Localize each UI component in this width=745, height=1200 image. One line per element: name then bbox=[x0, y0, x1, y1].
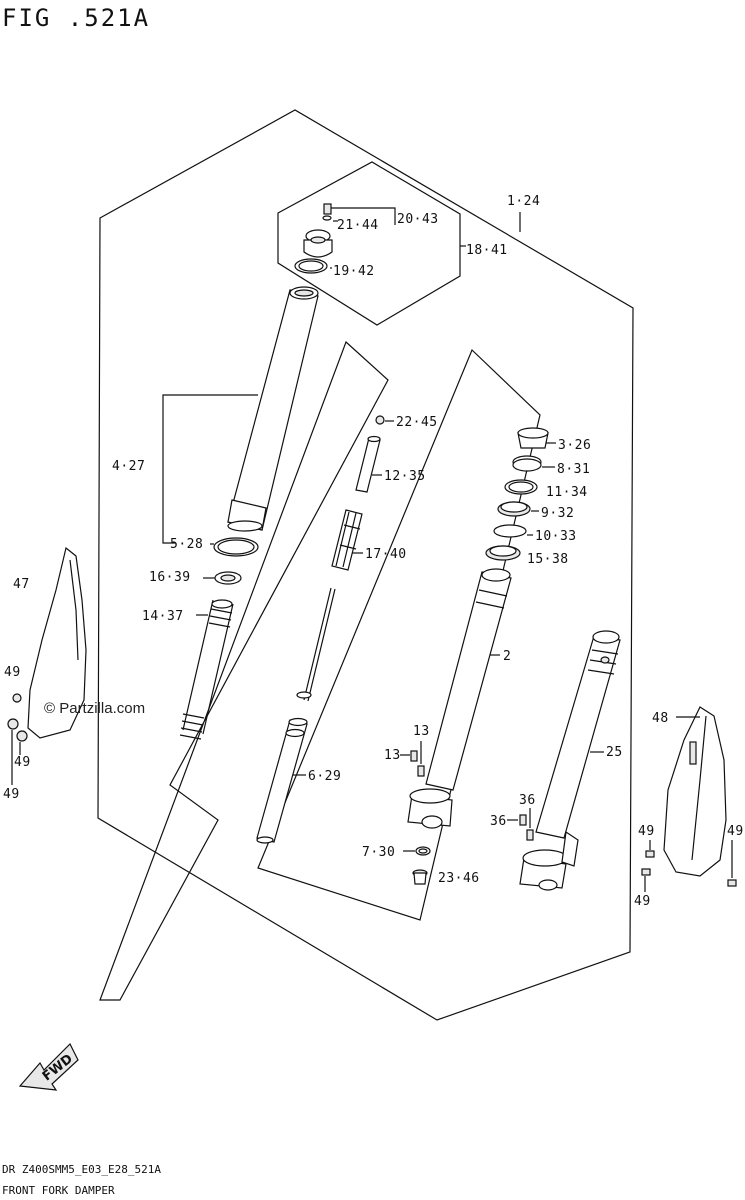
bolt-21-44 bbox=[322, 203, 332, 221]
bolt-49b bbox=[7, 718, 19, 730]
cap-subassembly-outline bbox=[277, 161, 461, 326]
dust-seal-3-26 bbox=[517, 427, 549, 449]
fwd-arrow-icon: FWD bbox=[18, 1042, 79, 1091]
leader-20-43 bbox=[331, 207, 396, 225]
callout-25: 25 bbox=[606, 745, 623, 760]
callout-49e: 49 bbox=[727, 824, 744, 839]
callout-8-31: 8·31 bbox=[557, 462, 590, 477]
watermark: © Partzilla.com bbox=[44, 700, 145, 717]
bolt-13b bbox=[417, 765, 425, 777]
inner-tube-panel-outline bbox=[257, 348, 541, 921]
bolt-49e bbox=[641, 868, 651, 876]
callout-2: 2 bbox=[503, 649, 511, 664]
callout-15-38: 15·38 bbox=[527, 552, 569, 567]
callout-23-46: 23·46 bbox=[438, 871, 480, 886]
callout-16-39: 16·39 bbox=[149, 570, 191, 585]
callout-17-40: 17·40 bbox=[365, 547, 407, 562]
washer-10-33 bbox=[493, 524, 527, 538]
bolt-36a bbox=[519, 814, 527, 826]
bolt-36b bbox=[526, 829, 534, 841]
callout-49a: 49 bbox=[4, 665, 21, 680]
callout-47: 47 bbox=[13, 577, 30, 592]
leader-4-27 bbox=[162, 394, 258, 544]
callout-7-30: 7·30 bbox=[362, 845, 395, 860]
callout-49b: 49 bbox=[14, 755, 31, 770]
nut-22-45 bbox=[375, 415, 385, 425]
callout-36a: 36 bbox=[519, 793, 536, 808]
callout-4-27: 4·27 bbox=[112, 459, 145, 474]
spacer-12-35 bbox=[355, 435, 381, 493]
damper-rod-6-29 bbox=[256, 587, 336, 844]
outer-tube-4-27 bbox=[227, 286, 319, 532]
guide-17-40 bbox=[331, 509, 363, 571]
callout-13b: 13 bbox=[384, 748, 401, 763]
callout-1-24: 1·24 bbox=[507, 194, 540, 209]
callout-5-28: 5·28 bbox=[170, 537, 203, 552]
footer-name: FRONT FORK DAMPER bbox=[2, 1184, 115, 1197]
bolt-49a bbox=[12, 693, 22, 703]
callout-21-44: 21·44 bbox=[337, 218, 379, 233]
bolt-49c bbox=[16, 730, 28, 742]
callout-19-42: 19·42 bbox=[333, 264, 375, 279]
callout-18-41: 18·41 bbox=[466, 243, 508, 258]
fork-guard-47 bbox=[27, 546, 87, 739]
callout-11-34: 11·34 bbox=[546, 485, 588, 500]
callout-49d: 49 bbox=[638, 824, 655, 839]
fork-cap-18-41 bbox=[303, 229, 333, 258]
fork-leg-25 bbox=[519, 630, 621, 891]
callout-9-32: 9·32 bbox=[541, 506, 574, 521]
callout-6-29: 6·29 bbox=[308, 769, 341, 784]
callout-14-37: 14·37 bbox=[142, 609, 184, 624]
bolt-23-46 bbox=[412, 869, 428, 885]
callout-13a: 13 bbox=[413, 724, 430, 739]
fork-guard-48 bbox=[663, 706, 727, 877]
callout-49c: 49 bbox=[3, 787, 20, 802]
bolt-49f bbox=[727, 879, 737, 887]
callout-22-45: 22·45 bbox=[396, 415, 438, 430]
callout-3-26: 3·26 bbox=[558, 438, 591, 453]
callout-48: 48 bbox=[652, 711, 669, 726]
callout-36b: 36 bbox=[490, 814, 507, 829]
damper-panel-outline bbox=[99, 340, 389, 1001]
inner-tube-2 bbox=[407, 568, 512, 829]
spring-14-37 bbox=[179, 599, 234, 740]
callout-12-35: 12·35 bbox=[384, 469, 426, 484]
figure-title: FIG .521A bbox=[2, 4, 150, 32]
footer-code: DR Z400SMM5_E03_E28_521A bbox=[2, 1163, 161, 1176]
o-ring-19-42 bbox=[294, 258, 328, 274]
callout-20-43: 20·43 bbox=[397, 212, 439, 227]
callout-49f: 49 bbox=[634, 894, 651, 909]
callout-10-33: 10·33 bbox=[535, 529, 577, 544]
bolt-49d bbox=[645, 850, 655, 858]
assembly-outline bbox=[97, 109, 634, 1021]
bolt-13a bbox=[410, 750, 418, 762]
